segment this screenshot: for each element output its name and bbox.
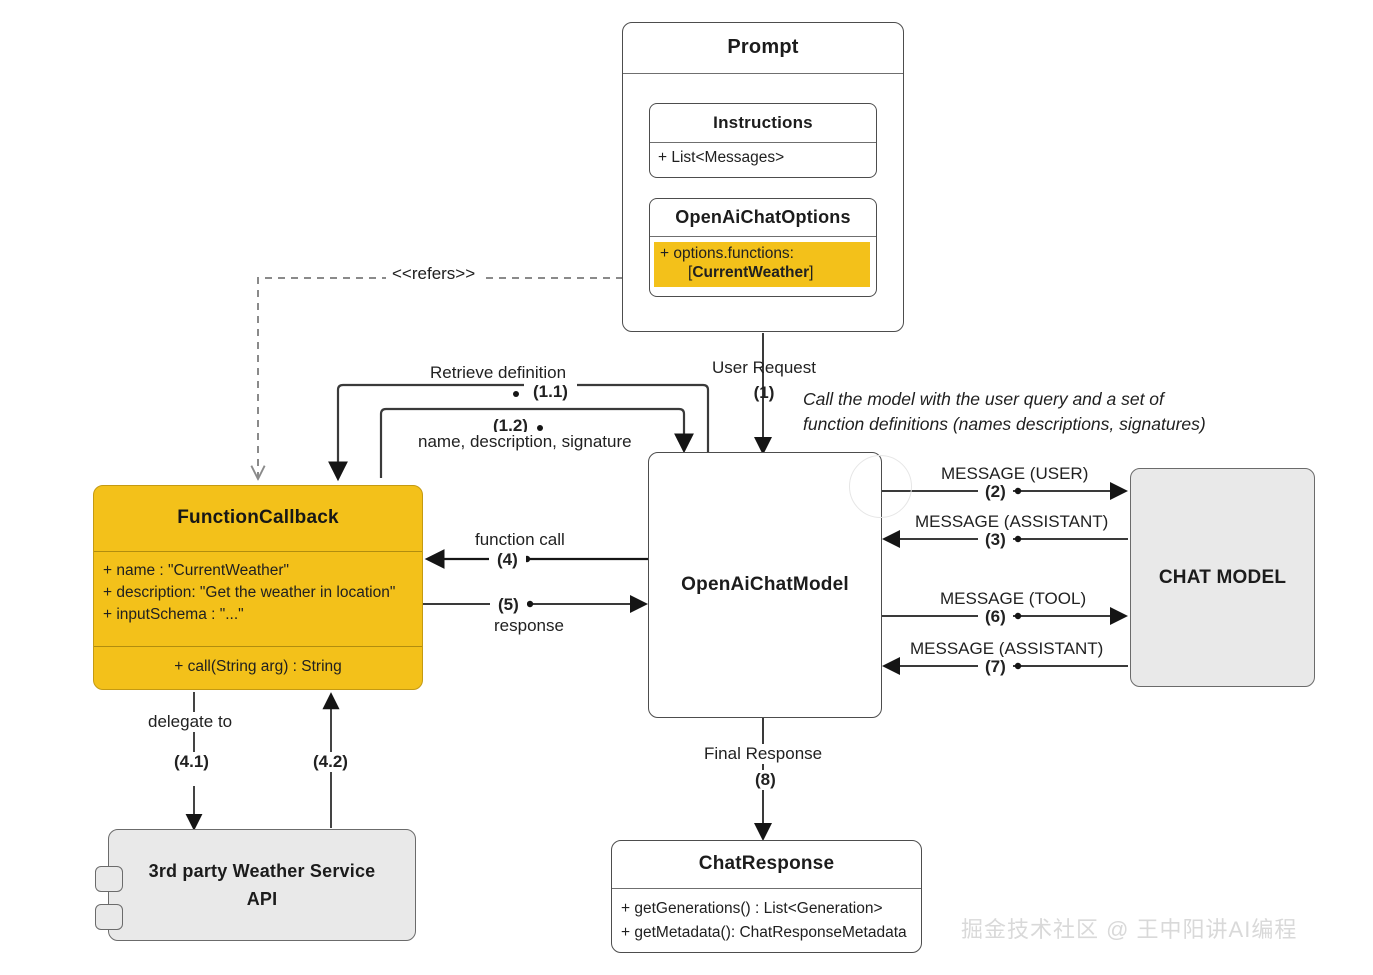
node-prompt[interactable]: Prompt Instructions + List<Messages> Ope…	[622, 22, 904, 332]
chat-response-operation: + getMetadata(): ChatResponseMetadata	[621, 924, 907, 941]
edge-number-user-request: (1)	[753, 383, 775, 402]
edge-number-message-user: (2)	[978, 482, 1013, 502]
bracket-close: ]	[809, 264, 814, 281]
edge-number-message-assistant-2: (7)	[978, 657, 1013, 677]
node-instructions[interactable]: Instructions + List<Messages>	[649, 103, 877, 178]
instructions-divider	[650, 142, 876, 143]
chat-response-title: ChatResponse	[698, 853, 835, 874]
edge-dot-retrieve-definition	[513, 391, 519, 397]
options-functions-line2: [CurrentWeather]	[660, 263, 864, 282]
edge-dot-definition-return	[537, 425, 543, 431]
model-call-note-line1: Call the model with the user query and a…	[803, 389, 1164, 409]
edge-label-message-tool: MESSAGE (TOOL)	[940, 589, 1087, 608]
openai-chat-options-divider	[650, 236, 876, 237]
function-callback-attribute: + description: "Get the weather in locat…	[103, 584, 396, 601]
edge-label-response: response	[489, 616, 569, 636]
openai-chat-options-title: OpenAiChatOptions	[675, 207, 851, 227]
node-openai-chat-options[interactable]: OpenAiChatOptions + options.functions: […	[649, 198, 877, 297]
function-callback-attribute: + name : "CurrentWeather"	[103, 562, 290, 579]
weather-service-title: 3rd party Weather Service API	[149, 857, 376, 913]
function-callback-attribute: + inputSchema : "..."	[103, 606, 244, 623]
edge-message-user-dot	[1014, 487, 1022, 495]
watermark: 掘金技术社区 @ 王中阳讲AI编程	[961, 917, 1298, 942]
model-call-note: Call the model with the user query and a…	[803, 387, 1206, 437]
node-chat-model[interactable]: CHAT MODEL	[1130, 468, 1315, 687]
edge-message-assistant-2-dot	[1014, 662, 1022, 670]
function-callback-operation: + call(String arg) : String	[174, 658, 342, 675]
edge-number-service-return: (4.2)	[307, 752, 354, 772]
function-callback-attributes: + name : "CurrentWeather" + description:…	[94, 552, 422, 646]
node-openai-chat-model[interactable]: OpenAiChatModel	[648, 452, 882, 718]
chat-response-divider	[612, 888, 921, 889]
options-functions-line1: + options.functions:	[660, 245, 794, 262]
edge-number-definition-return: (1.2)	[484, 416, 537, 436]
node-function-callback[interactable]: FunctionCallback + name : "CurrentWeathe…	[93, 485, 423, 690]
edge-message-assistant-1-dot	[1014, 535, 1022, 543]
chat-model-title: CHAT MODEL	[1158, 566, 1287, 588]
edge-label-definition-return: name, description, signature	[414, 432, 636, 452]
function-callback-divider-2	[94, 646, 422, 647]
instructions-attribute: + List<Messages>	[658, 149, 785, 166]
chat-response-operation: + getGenerations() : List<Generation>	[621, 900, 883, 917]
edge-number-final-response: (8)	[749, 770, 782, 790]
edge-number-delegate-to: (4.1)	[168, 752, 215, 772]
instructions-title: Instructions	[713, 113, 813, 132]
node-weather-service[interactable]: 3rd party Weather Service API	[108, 829, 416, 941]
edge-number-function-call: (4)	[489, 550, 526, 570]
user-request-text: User Request	[712, 358, 816, 377]
edge-label-final-response: Final Response	[699, 744, 828, 764]
prompt-title: Prompt	[727, 36, 799, 58]
component-port-top-icon	[95, 866, 123, 892]
component-port-bottom-icon	[95, 904, 123, 930]
edge-number-message-tool: (6)	[978, 607, 1013, 627]
function-callback-divider-1	[94, 551, 422, 552]
edge-label-retrieve-definition: Retrieve definition	[430, 363, 567, 382]
edge-message-tool-dot	[1014, 612, 1022, 620]
edge-label-user-request: User Request	[700, 358, 828, 378]
edge-number-retrieve-definition: (1.1)	[524, 382, 577, 402]
edge-response-dot	[526, 600, 534, 608]
edge-label-refers: <<refers>>	[386, 264, 482, 284]
prompt-divider	[623, 73, 903, 74]
openai-chat-model-title: OpenAiChatModel	[681, 574, 849, 595]
edge-label-message-assistant-1: MESSAGE (ASSISTANT)	[915, 512, 1109, 531]
function-callback-title: FunctionCallback	[177, 507, 339, 528]
weather-service-title-line1: 3rd party Weather Service	[148, 861, 376, 881]
edge-number-response: (5)	[490, 595, 527, 615]
current-weather-value: CurrentWeather	[692, 264, 810, 281]
bracket-open: [	[688, 264, 693, 281]
model-call-note-line2: function definitions (names descriptions…	[803, 414, 1206, 434]
openai-chat-options-attribute-highlight: + options.functions: [CurrentWeather]	[654, 242, 870, 287]
node-chat-response[interactable]: ChatResponse + getGenerations() : List<G…	[611, 840, 922, 953]
edge-number-message-assistant-1: (3)	[978, 530, 1013, 550]
cursor-ring	[849, 455, 912, 518]
weather-service-title-line2: API	[246, 889, 278, 909]
edge-label-function-call: function call	[470, 530, 570, 550]
chat-response-operations: + getGenerations() : List<Generation> + …	[612, 889, 921, 945]
options-functions-highlight: + options.functions: [CurrentWeather]	[654, 242, 870, 287]
edge-label-message-user: MESSAGE (USER)	[941, 464, 1089, 483]
edge-label-message-assistant-2: MESSAGE (ASSISTANT)	[910, 639, 1104, 658]
edge-label-delegate-to: delegate to	[143, 712, 238, 732]
